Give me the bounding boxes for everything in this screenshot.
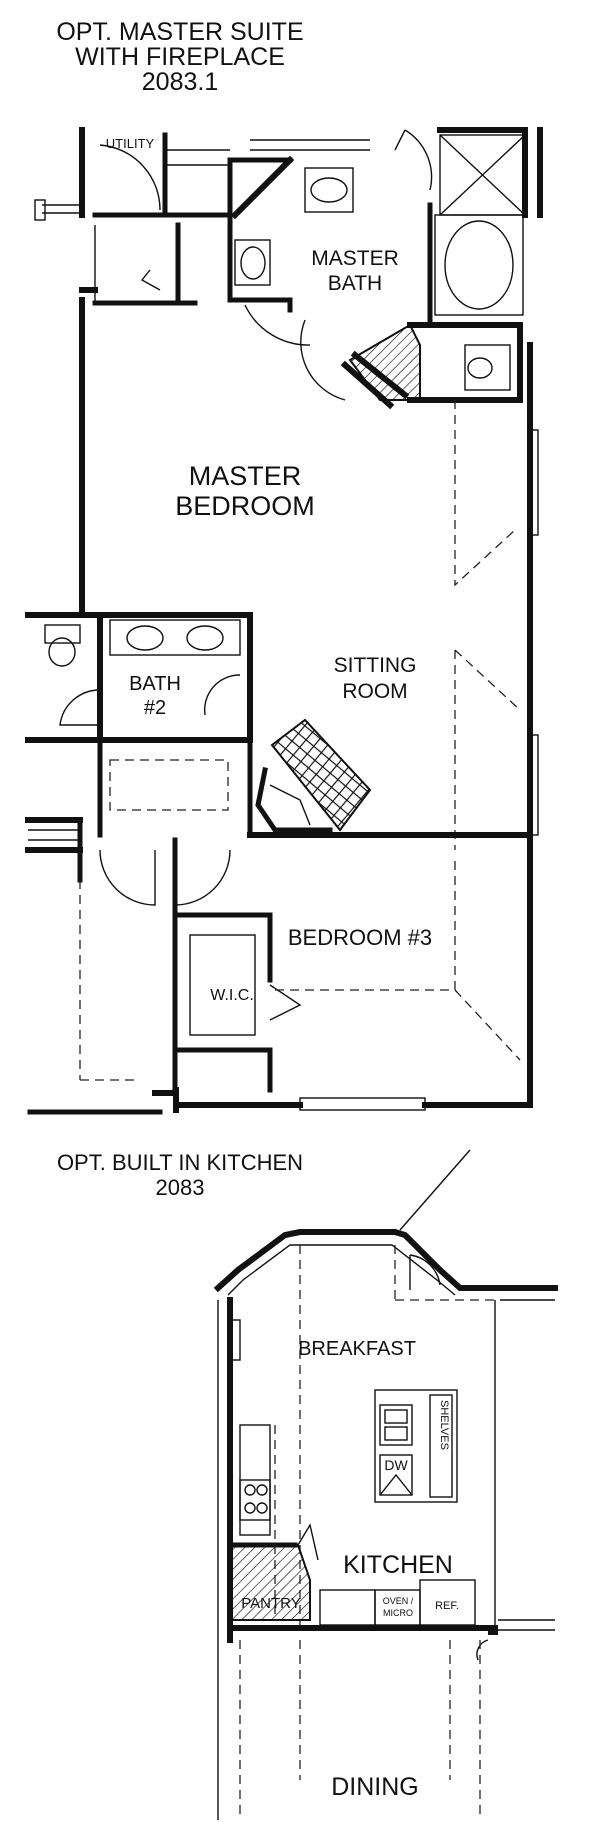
sink-icon (126, 625, 164, 651)
fireplace-hearth (270, 718, 372, 832)
oven-micro-label-line1: OVEN / (383, 1596, 414, 1606)
counter-segment (319, 1589, 376, 1626)
burner-icon (256, 1502, 268, 1514)
column (488, 1625, 498, 1635)
plan-title-line1: OPT. MASTER SUITE (56, 18, 303, 46)
master-bath-label-line1: MASTER (311, 247, 399, 270)
bath-2-label-line1: BATH (129, 673, 181, 695)
bath-2: BATH #2 (44, 612, 253, 743)
sink-icon (240, 246, 266, 280)
dining-label: DINING (331, 1773, 419, 1801)
bedroom-3-label: BEDROOM #3 (288, 925, 432, 950)
toilet-icon (467, 357, 493, 379)
kitchen-island (374, 1389, 458, 1503)
exterior-walls (25, 127, 543, 1115)
hall-linen-dashed (109, 759, 229, 811)
sitting-room: SITTING ROOM (255, 649, 521, 850)
shelves-unit (429, 1394, 453, 1498)
pantry-label: PANTRY (241, 1595, 300, 1612)
cooktop (239, 1479, 271, 1521)
wic-label: W.I.C. (210, 987, 254, 1004)
shelves-label: SHELVES (438, 1400, 450, 1450)
hall (79, 737, 253, 1081)
sink-fixture (379, 1404, 413, 1446)
kitchen-plan-title: OPT. BUILT IN KITCHEN (57, 1150, 303, 1175)
kitchen-plan: OPT. BUILT IN KITCHEN 2083 D (57, 1149, 558, 1820)
master-bedroom-label-line1: MASTER (189, 461, 302, 491)
plan-title-line2: WITH FIREPLACE (75, 43, 285, 71)
master-bath-label-line2: BATH (328, 272, 382, 295)
kitchen-plan-number: 2083 (156, 1175, 205, 1200)
sink-fixture (234, 239, 271, 286)
double-vanity (109, 619, 241, 656)
toilet-icon (48, 637, 76, 667)
toilet-tank (44, 624, 81, 644)
utility-area: UTILITY (34, 132, 233, 306)
tub-icon (444, 220, 514, 310)
ref-label: REF. (435, 1600, 459, 1612)
burner-icon (256, 1484, 268, 1496)
master-suite-plan: OPT. MASTER SUITE WITH FIREPLACE 2083.1 (25, 18, 543, 1115)
master-bedroom: MASTER BEDROOM (175, 461, 315, 521)
closet-rod (189, 934, 256, 1036)
burner-icon (244, 1484, 256, 1496)
oven-micro-label-line2: MICRO (383, 1608, 413, 1618)
dishwasher (379, 1454, 413, 1496)
sitting-room-label-line2: ROOM (342, 680, 407, 703)
toilet-fixture (304, 167, 354, 213)
sink-icon (310, 177, 348, 203)
burner-icon (244, 1502, 256, 1514)
sink-icon (186, 625, 224, 651)
plan-number: 2083.1 (142, 68, 218, 96)
sitting-room-label-line1: SITTING (334, 654, 417, 677)
bedroom-3: BEDROOM #3 W.I.C. (172, 832, 533, 1093)
master-bath: MASTER BATH (227, 127, 528, 587)
dw-label: DW (384, 1457, 408, 1473)
toilet-fixture (464, 344, 511, 391)
breakfast-label: BREAKFAST (298, 1338, 416, 1360)
master-bedroom-label-line2: BEDROOM (175, 491, 315, 521)
utility-label: UTILITY (106, 136, 155, 151)
tub-fixture (434, 214, 524, 316)
bath-2-label-line2: #2 (144, 697, 166, 719)
kitchen-label: KITCHEN (343, 1551, 453, 1579)
